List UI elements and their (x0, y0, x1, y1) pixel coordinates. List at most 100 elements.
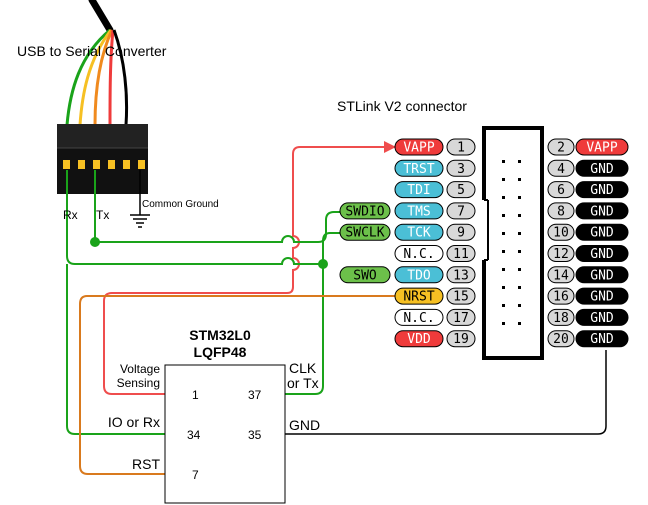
pin-number-pill (547, 287, 575, 305)
mcu-pin-37: 37 (248, 388, 262, 402)
pin-dot (502, 268, 505, 271)
pin-name-label: N.C. (403, 311, 434, 326)
swd-tag-swo: SWO (339, 266, 391, 284)
pin-name-pill (575, 266, 629, 284)
pin-name-pill (575, 245, 629, 262)
pin-name-pill (575, 138, 629, 156)
mcu-pin-35: 35 (248, 428, 262, 442)
pin-number-pill (547, 202, 575, 220)
pin-name-label: GND (590, 162, 614, 177)
swd-tag-swclk: SWCLK (339, 223, 391, 241)
pin-number-pill (547, 223, 575, 241)
pin-name-label: TDI (407, 183, 430, 198)
pin-number-label: 3 (457, 162, 465, 177)
pin-dot (502, 196, 505, 199)
pin-number-label: 6 (557, 183, 565, 198)
pin-number-label: 16 (553, 290, 569, 305)
pin-dot (518, 160, 521, 163)
pin-number-pill (446, 223, 476, 241)
pin-dot (502, 178, 505, 181)
pin-dot (518, 232, 521, 235)
pin-name-label: VDD (407, 332, 431, 347)
pin-dot (502, 232, 505, 235)
swd-tags: SWDIO SWCLK SWO (339, 202, 391, 284)
voltage-sensing-label-1: Voltage (120, 362, 160, 376)
mcu-pin-7: 7 (192, 468, 199, 482)
pin-number-pill (547, 181, 575, 199)
pin-number-label: 14 (553, 268, 569, 283)
pin-dot (518, 268, 521, 271)
pin-name-label: GND (590, 268, 614, 283)
pin-dot (518, 304, 521, 307)
pin-name-label: GND (590, 204, 614, 219)
connector-pin-15: NRST 15 (394, 287, 476, 305)
pin-name-pill (575, 330, 629, 348)
pin-name-pill (575, 308, 629, 326)
mcu-pin-1: 1 (192, 388, 199, 402)
pin-number-label: 2 (557, 141, 565, 156)
pin-name-label: GND (590, 183, 614, 198)
pin-dot (518, 196, 521, 199)
pin-name-pill (575, 159, 629, 177)
io-or-rx-label: IO or Rx (108, 414, 160, 430)
pin-number-label: 15 (453, 290, 469, 305)
pin-number-label: 17 (453, 311, 469, 326)
pin-name-label: N.C. (403, 247, 434, 262)
pin-dot (502, 322, 505, 325)
pin-name-pill (394, 181, 444, 199)
pin-number-label: 10 (553, 226, 569, 241)
pin-name-pill (394, 287, 444, 305)
pin-number-label: 19 (453, 332, 469, 347)
pin-number-pill (547, 245, 575, 262)
pin-dot (518, 214, 521, 217)
pin-name-label: GND (590, 290, 614, 305)
pin-name-pill (575, 181, 629, 199)
pin-name-pill (394, 330, 444, 348)
connector-pin-3: TRST 3 (394, 159, 476, 177)
pin-number-pill (547, 330, 575, 348)
clk-label: CLK (289, 360, 317, 376)
pin-number-label: 11 (453, 247, 469, 262)
pin-dot (502, 214, 505, 217)
pin-name-pill (394, 245, 444, 262)
pin-name-pill (394, 202, 444, 220)
pin-name-pill (394, 159, 444, 177)
pin-number-label: 18 (553, 311, 569, 326)
connector-pin-16: 16 GND (547, 287, 629, 305)
connector-pin-14: 14 GND (547, 266, 629, 284)
pin-name-pill (575, 202, 629, 220)
pin-name-label: TRST (403, 162, 434, 177)
swd-tag-label: SWDIO (345, 204, 384, 219)
usb-header-block (57, 124, 148, 194)
swd-tag-label: SWCLK (345, 226, 384, 241)
pin-number-pill (446, 287, 476, 305)
pin-name-pill (575, 223, 629, 241)
connector-pin-17: N.C. 17 (394, 308, 476, 326)
pin-name-pill (394, 223, 444, 241)
pin-name-pill (575, 287, 629, 305)
pin-number-pill (446, 308, 476, 326)
connector-pin-4: 4 GND (547, 159, 629, 177)
stlink-shroud (478, 126, 544, 360)
gnd-label: GND (289, 417, 320, 433)
usb-cable (65, 0, 129, 126)
pin-name-label: VAPP (403, 141, 434, 156)
pin-number-pill (446, 138, 476, 156)
mcu-name: STM32L0 (189, 327, 251, 343)
pin-number-pill (547, 138, 575, 156)
pin-name-label: NRST (403, 290, 434, 305)
pin-name-pill (394, 266, 444, 284)
pin-number-label: 4 (557, 162, 565, 177)
pin-name-pill (394, 138, 444, 156)
pin-number-pill (446, 330, 476, 348)
